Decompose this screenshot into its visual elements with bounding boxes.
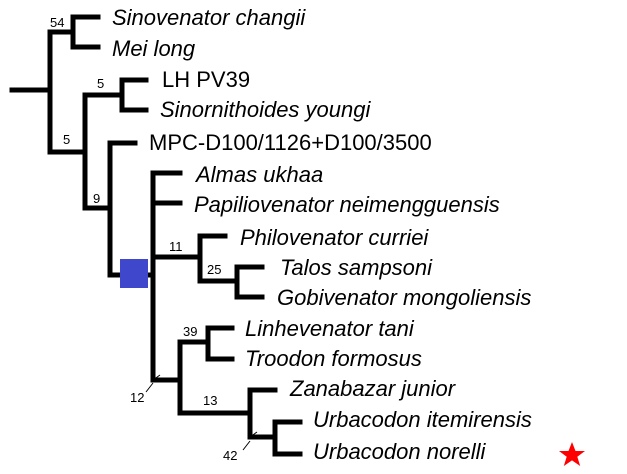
support-value: 5: [63, 132, 70, 147]
taxon-label: Philovenator curriei: [240, 225, 429, 250]
taxon-label: Almas ukhaa: [194, 162, 323, 187]
support-value: 12: [130, 390, 144, 405]
branch-main-clade: [150, 170, 183, 383]
support-value: 5: [97, 76, 104, 91]
branch-node-12: [150, 325, 235, 416]
support-values: 54 5 5 9 11 25 39 12 13 42: [50, 15, 237, 463]
node-marker: [120, 259, 148, 288]
taxon-label: Papiliovenator neimengguensis: [194, 192, 500, 217]
taxon-label: Mei long: [112, 36, 196, 61]
support-value: 13: [203, 393, 217, 408]
taxon-label: Urbacodon itemirensis: [313, 407, 532, 432]
support-value: 25: [207, 262, 221, 277]
support-tick-12: [145, 374, 161, 393]
taxon-label: Gobivenator mongoliensis: [277, 285, 531, 310]
branch-node-11: [150, 233, 265, 300]
taxon-label: Troodon formosus: [245, 346, 422, 371]
taxon-label: Sinovenator changii: [112, 5, 306, 30]
taxon-labels: Sinovenator changii Mei long LH PV39 Sin…: [112, 5, 532, 464]
star-icon: [559, 442, 585, 466]
support-value: 11: [169, 239, 183, 254]
branch-node-5a: [47, 77, 149, 211]
support-value: 42: [223, 448, 237, 463]
taxon-label: Sinornithoides youngi: [160, 97, 371, 122]
branches: [9, 14, 303, 457]
branch-node-13: [177, 387, 303, 457]
taxon-label: LH PV39: [162, 67, 250, 92]
branch-node-9: [82, 140, 156, 278]
support-value: 9: [93, 191, 100, 206]
taxon-label: Urbacodon norelli: [313, 439, 487, 464]
taxon-label: Linhevenator tani: [245, 316, 415, 341]
support-value: 54: [50, 15, 64, 30]
support-value: 39: [183, 324, 197, 339]
taxon-label: Talos sampsoni: [280, 255, 433, 280]
branch-root: [9, 29, 53, 155]
support-tick-42: [242, 431, 258, 451]
taxon-label: Zanabazar junior: [289, 376, 457, 401]
taxon-label: MPC-D100/1126+D100/3500: [149, 130, 432, 155]
branch-node-54: [47, 14, 101, 50]
